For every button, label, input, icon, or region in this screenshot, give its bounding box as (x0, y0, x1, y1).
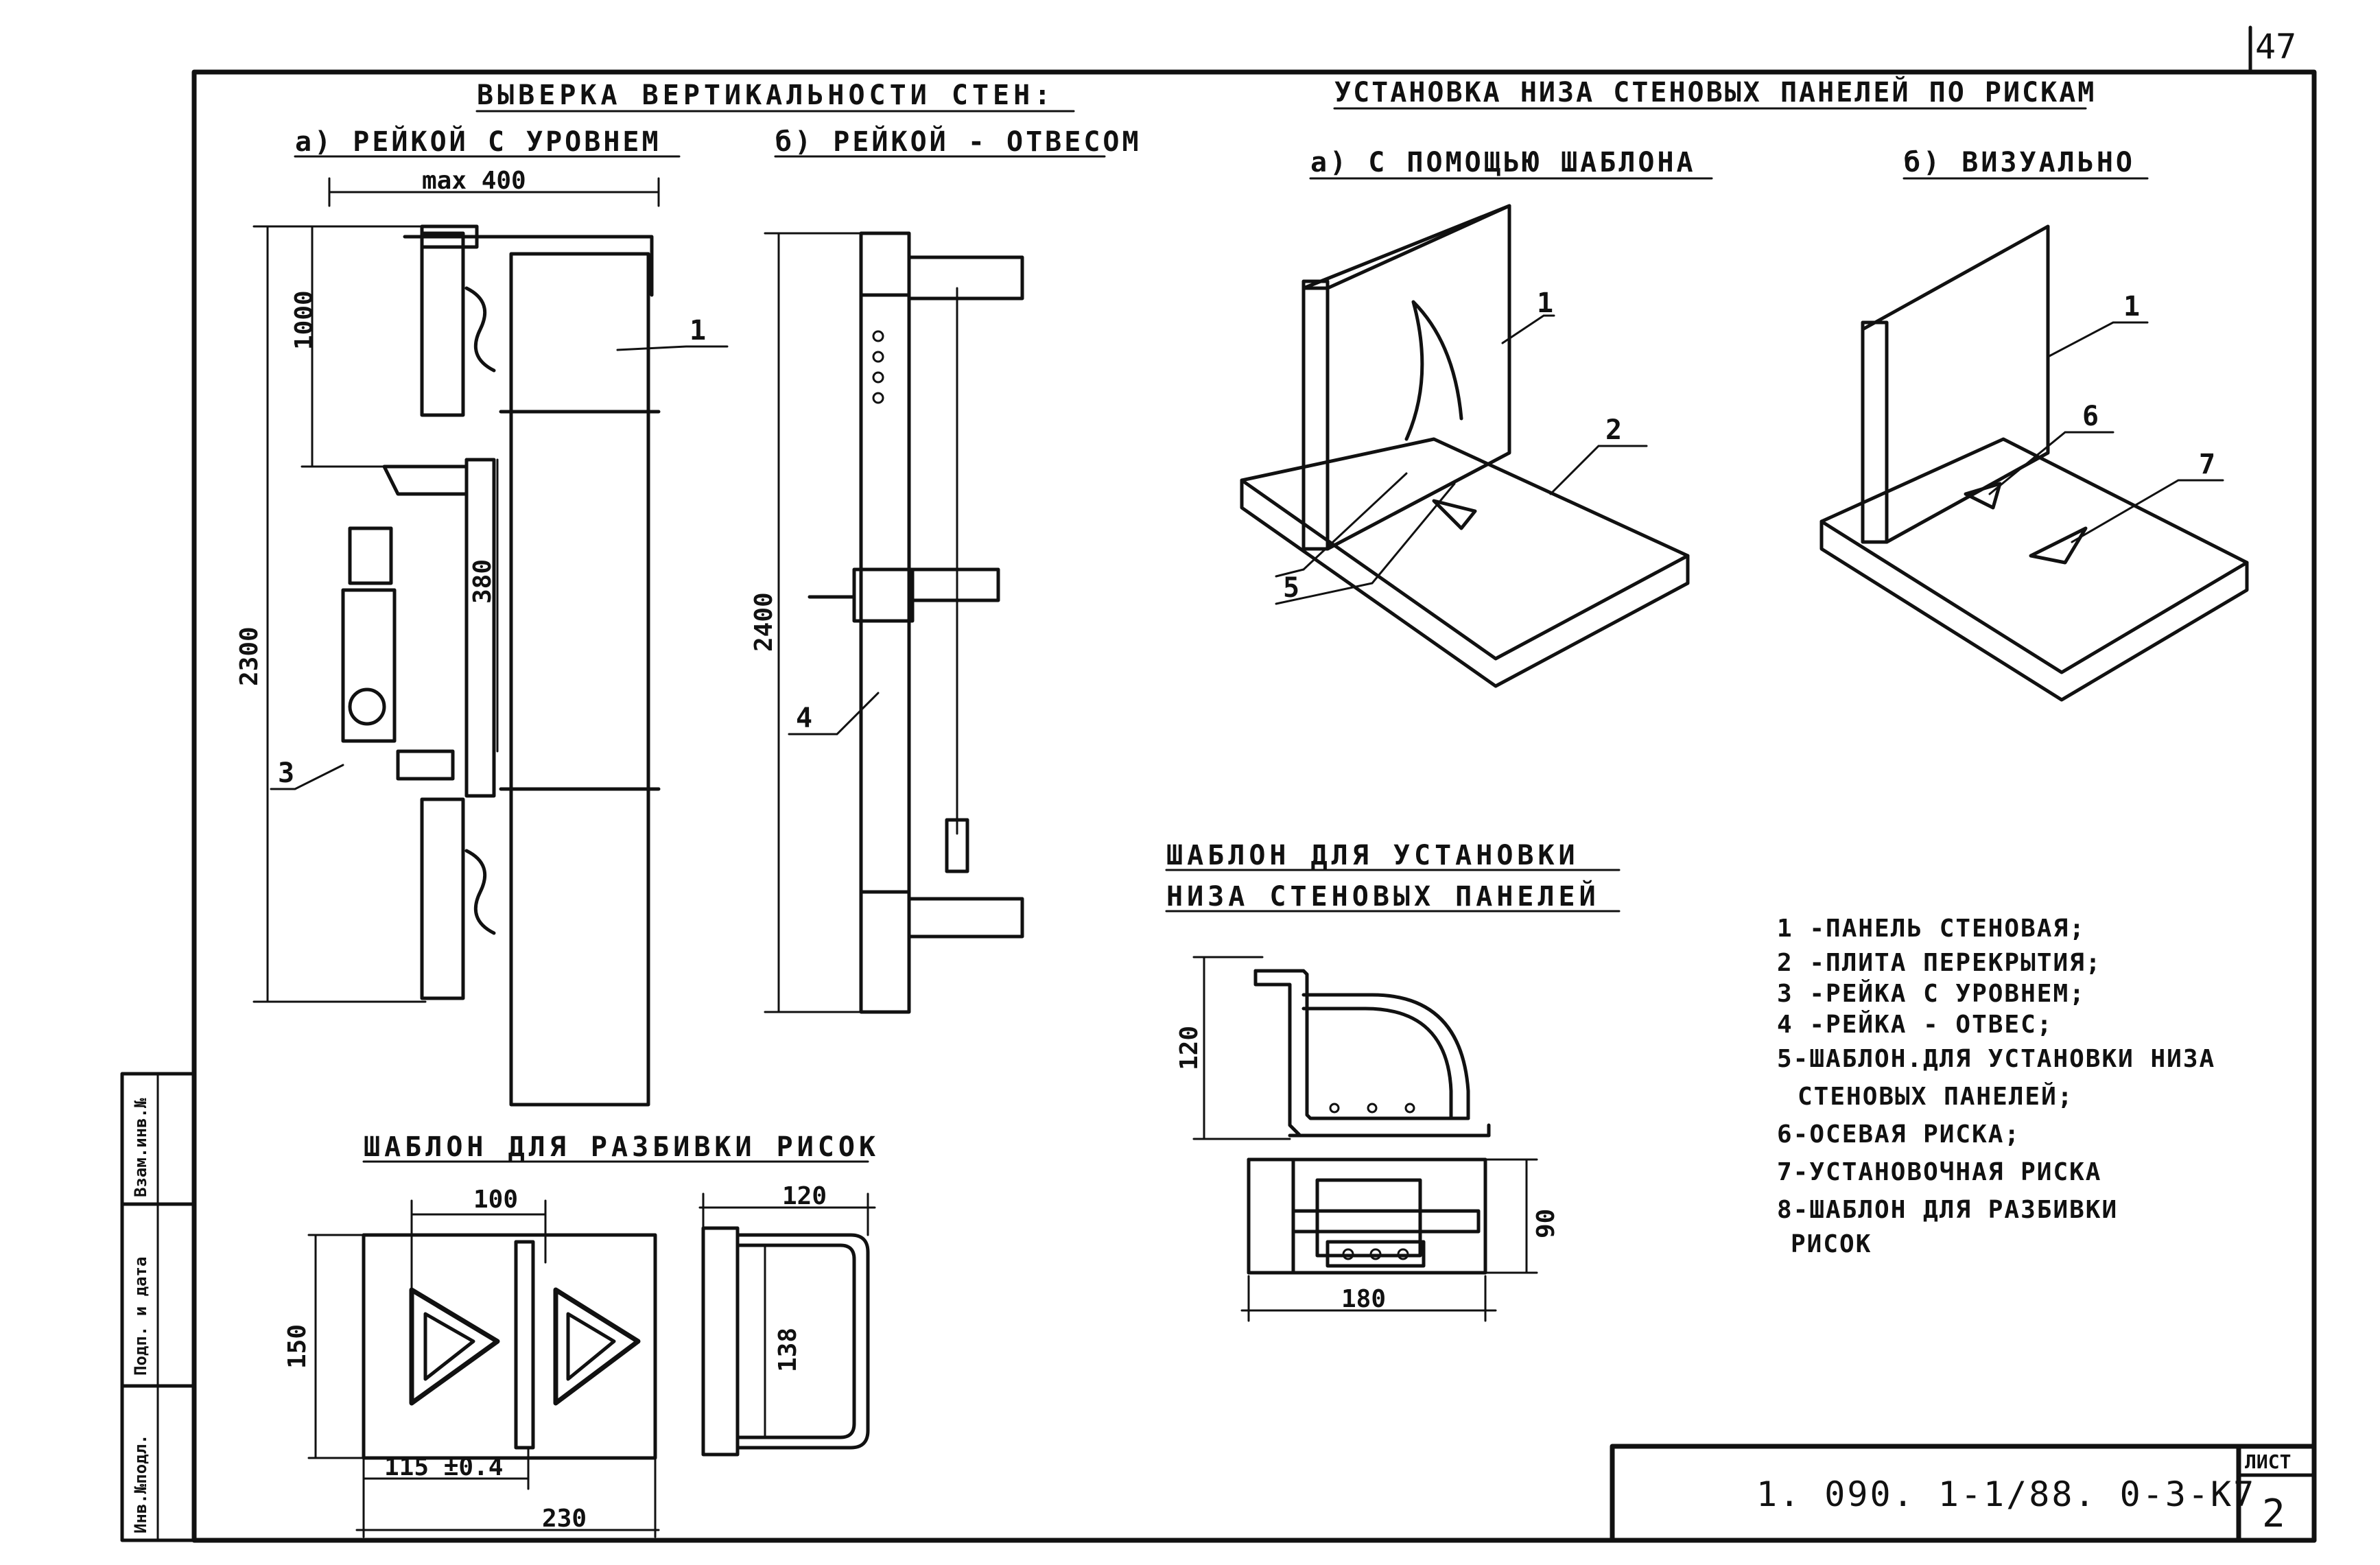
panel-iso-b (1819, 224, 2249, 702)
dim-180: 180 (1341, 1285, 1386, 1313)
callout-1-c: 1 (2123, 291, 2140, 322)
title-block (1610, 1444, 2317, 1543)
stamp-replace-inv: Взам.инв.№ (131, 1098, 150, 1197)
plumb-rail (808, 231, 1024, 1014)
dim-100: 100 (473, 1186, 518, 1214)
legend-item: РИСОК (1791, 1230, 1872, 1258)
leaders-a (270, 345, 729, 790)
legend-item: 3 -РЕЙКА С УРОВНЕМ; (1777, 979, 2086, 1008)
legend-item: 8-ШАБЛОН ДЛЯ РАЗБИВКИ (1777, 1196, 2118, 1224)
callout-3: 3 (278, 757, 294, 789)
callout-1-a: 1 (690, 315, 706, 346)
sheet-frame (191, 25, 2317, 1543)
legend: 1 -ПАНЕЛЬ СТЕНОВАЯ; 2 -ПЛИТА ПЕРЕКРЫТИЯ;… (1777, 915, 2215, 1258)
callout-4: 4 (796, 703, 812, 734)
callout-5: 5 (1283, 572, 1299, 604)
dim-230: 230 (542, 1505, 587, 1533)
marking-template-plan (307, 1199, 660, 1538)
dim-380: 380 (469, 559, 497, 604)
dim-150: 150 (283, 1324, 311, 1369)
side-stamp (120, 1072, 196, 1542)
dim-90: 90 (1532, 1209, 1560, 1238)
panel-iso-a (1240, 204, 1690, 688)
dim-120-template: 120 (1175, 1026, 1203, 1070)
install-template-side-view (1192, 956, 1491, 1140)
callout-2: 2 (1605, 414, 1622, 446)
legend-item: 1 -ПАНЕЛЬ СТЕНОВАЯ; (1777, 915, 2086, 943)
callout-6: 6 (2082, 401, 2099, 432)
stamp-inv-number: Инв.№подл. (131, 1435, 150, 1534)
legend-item: 4 -РЕЙКА - ОТВЕС; (1777, 1010, 2053, 1039)
dim-2300: 2300 (235, 626, 263, 686)
wall-section-a (499, 252, 661, 1107)
rail-with-level (341, 224, 654, 1000)
legend-item: 6-ОСЕВАЯ РИСКА; (1777, 1120, 2020, 1149)
sheet-number: 2 (2262, 1492, 2285, 1536)
sheet-label: ЛИСТ (2245, 1450, 2291, 1473)
callout-7: 7 (2199, 449, 2215, 480)
right-subtitle-a: а) С ПОМОЩЬЮ ШАБЛОНА (1310, 147, 1696, 178)
dim-max400: max 400 (422, 167, 526, 195)
left-title: ВЫВЕРКА ВЕРТИКАЛЬНОСТИ СТЕН: (477, 80, 1054, 111)
install-template-title-1: ШАБЛОН ДЛЯ УСТАНОВКИ (1166, 840, 1579, 871)
right-title: УСТАНОВКА НИЗА СТЕНОВЫХ ПАНЕЛЕЙ ПО РИСКА… (1334, 75, 2096, 108)
marking-template-side (698, 1192, 876, 1457)
document-code: 1. 090. 1-1/88. 0-3-К7 (1756, 1474, 2256, 1514)
page-number: 47 (2255, 27, 2296, 67)
dimensions-a (252, 177, 660, 1003)
dim-1000: 1000 (290, 290, 318, 350)
callout-1-b: 1 (1537, 287, 1553, 319)
left-subtitle-a: а) РЕЙКОЙ С УРОВНЕМ (295, 125, 661, 158)
legend-item: 2 -ПЛИТА ПЕРЕКРЫТИЯ; (1777, 949, 2101, 977)
dim-138: 138 (774, 1328, 802, 1372)
marking-template-title: ШАБЛОН ДЛЯ РАЗБИВКИ РИСОК (364, 1131, 880, 1163)
right-subtitle-b: б) ВИЗУАЛЬНО (1904, 147, 2135, 178)
legend-item: СТЕНОВЫХ ПАНЕЛЕЙ; (1798, 1082, 2073, 1111)
stamp-sign-date: Подп. и дата (131, 1257, 150, 1376)
dim-115: 115 ±0.4 (384, 1453, 503, 1481)
legend-item: 7-УСТАНОВОЧНАЯ РИСКА (1777, 1158, 2101, 1186)
install-template-title-2: НИЗА СТЕНОВЫХ ПАНЕЛЕЙ (1166, 880, 1600, 913)
legend-item: 5-ШАБЛОН.ДЛЯ УСТАНОВКИ НИЗА (1777, 1045, 2215, 1073)
left-subtitle-b: б) РЕЙКОЙ - ОТВЕСОМ (775, 125, 1142, 158)
install-template-top-view (1240, 1157, 1538, 1322)
dimensions-b (764, 232, 880, 1013)
dim-120-marking: 120 (782, 1182, 827, 1210)
dim-2400: 2400 (750, 592, 778, 652)
